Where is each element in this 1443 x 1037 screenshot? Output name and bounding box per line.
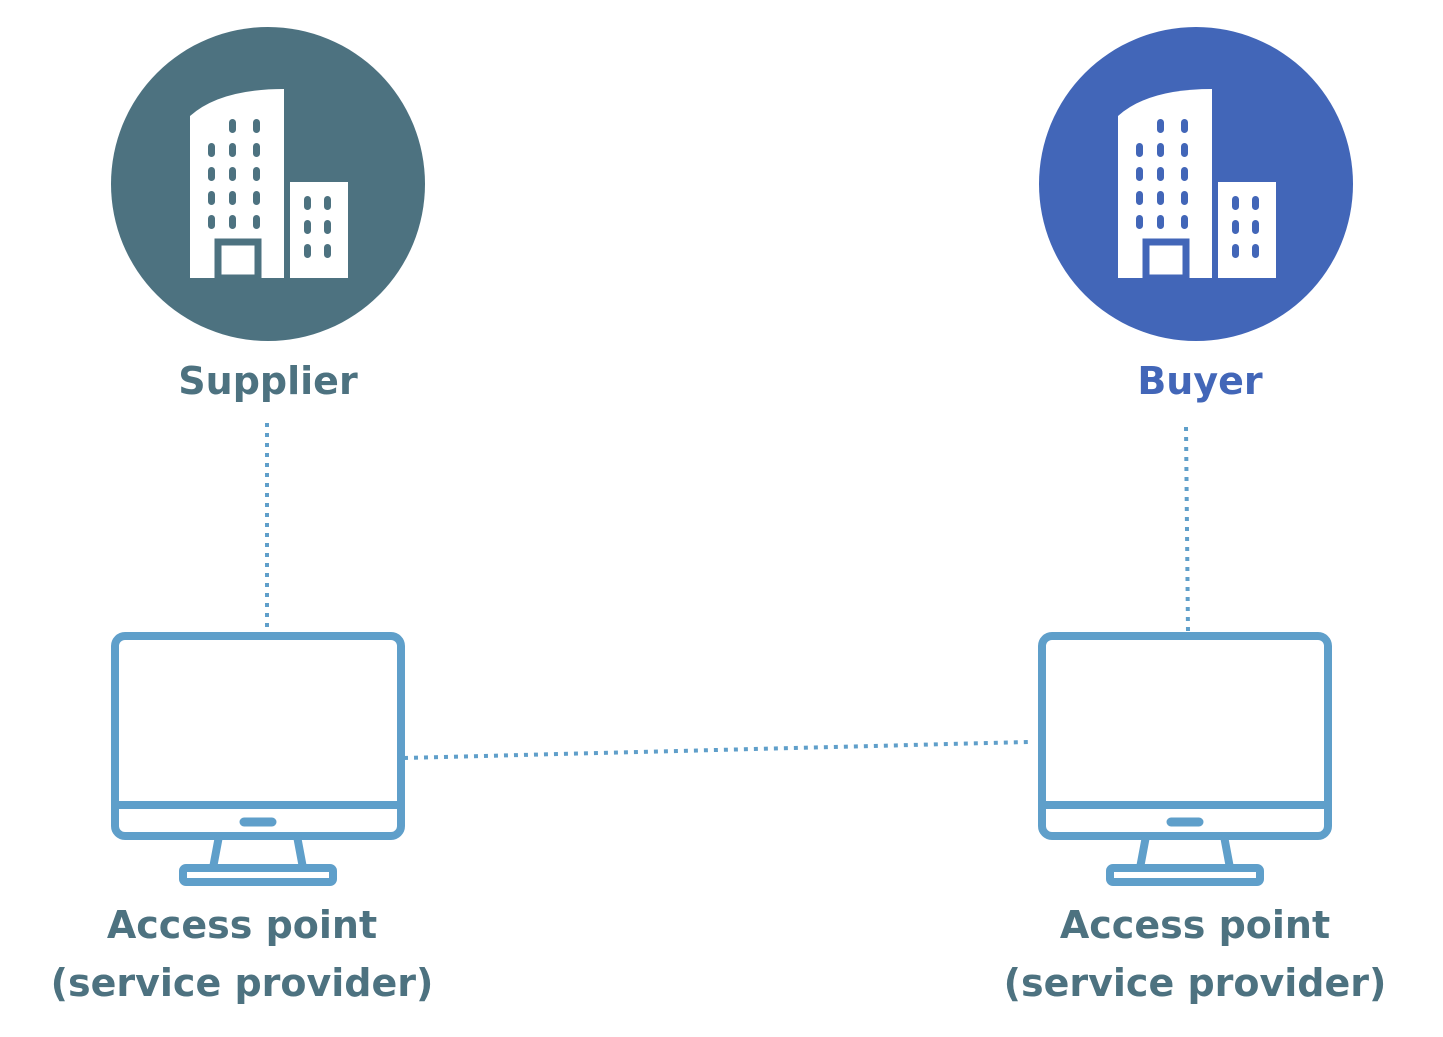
supplier-access-point-label-line2: (service provider) [51,961,434,1005]
monitor-icon [115,636,401,882]
supplier-access-point: Access point (service provider) [51,636,434,1005]
supplier-node: Supplier [111,27,425,403]
buyer-node: Buyer [1039,27,1353,403]
buyer-label: Buyer [1137,359,1263,403]
supplier-label: Supplier [178,359,358,403]
buyer-access-point-label-line1: Access point [1060,903,1330,947]
monitor-icon [1042,636,1328,882]
supplier-access-point-label-line1: Access point [107,903,377,947]
buyer-access-point-label-line2: (service provider) [1004,961,1387,1005]
buyer-connector [1184,426,1190,633]
buyer-access-point: Access point (service provider) [1004,636,1387,1005]
access-point-link [403,740,1029,760]
building-icon [1118,89,1276,282]
building-icon [190,89,348,282]
